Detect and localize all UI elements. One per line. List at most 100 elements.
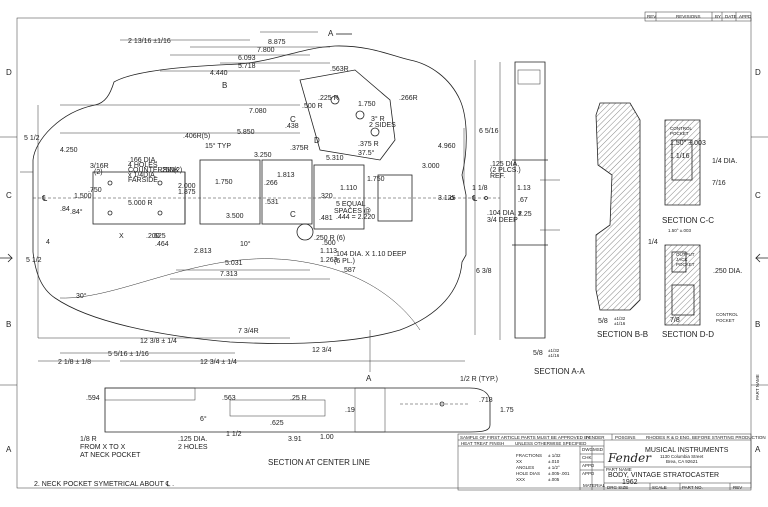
tol-label-5: XXX [516,477,525,482]
body-dim-17: .266 [264,180,278,187]
body-dim-27: .166 DIA. [128,157,157,164]
aa-dim-1: 5/8 [533,350,543,357]
body-dim-43: .500 [322,240,336,247]
body-plan-view: ℄ ℄ A B C C D A [20,29,500,383]
cl-dim-2: .563 [222,395,236,402]
tb-approval-note: SAMPLE OF FIRST ARTICLE PARTS MUST BE AP… [460,435,590,440]
body-dim-29: COUNTERSINK [128,167,179,174]
body-dim-67: 5 1/2 [24,135,40,142]
body-dim-54: 1.13 [517,185,531,192]
tol-value-5: ±.005 [548,477,560,482]
tb-row-appd-2: APPD [582,471,595,476]
tol-value-2: ±.010 [548,459,560,464]
dim-10: 5.310 [326,155,344,162]
body-dim-38: X [119,233,124,240]
body-dim-65: 30° [76,292,87,300]
cl-dim-12: 1/2 R (TYP.) [460,376,498,383]
dim-13: 6 5/16 [479,128,499,135]
body-dim-21: .444 = 2.220 [336,214,375,221]
tb-approval-co: FENDER [586,435,605,440]
body-dim-32: .250(2) [160,167,182,174]
dimension-labels-bottom: 12 3/8 ± 1/4 5 5/16 ± 1/16 12 3/4 2 1/8 … [38,337,465,366]
cl-dim-16: .125 DIA. [178,436,207,443]
body-dim-49: (6 PL.) [334,258,355,265]
cc-note-1: CONTROL [670,126,692,131]
body-dim-33: 2.000 [178,183,196,190]
body-dim-1: .225 R [318,95,339,102]
body-dim-63: .104 DIA. x [487,210,522,217]
tb-row-chk: CHK [582,455,592,460]
dim-b5: 12 3/4 ± 1/4 [200,359,237,366]
body-dim-15: 1.110 [340,185,357,192]
body-dim-51: 7.313 [220,271,238,278]
tb-row-appd-1: APPD [582,463,595,468]
tb-address-2: Brea, CA 92621 [666,459,698,464]
cc-note-3: 1.50° ±.003 [670,139,706,147]
zone-right-d: D [755,68,761,77]
body-dim-0: .500 R [302,103,323,110]
centerline-symbol: ℄ [41,194,48,203]
body-dim-31: FARSIDE [128,177,158,184]
body-dim-2: .563R [330,66,349,73]
dim-14: 3.125 [438,195,456,202]
body-dim-11: 15° TYP [205,142,231,150]
cl-dim-9: 1 1/2 [226,431,242,438]
tol-value-4: ±.005-.001 [548,471,570,476]
dim-3: 7.800 [257,47,275,54]
cc-note-5: 1/4 DIA. [712,158,737,165]
bb-dim-3: ±1/16 [614,321,626,326]
footnote: 2. NECK POCKET SYMETRICAL ABOUT ℄ . [34,481,174,488]
body-dim-4: .266R [399,95,418,102]
body-dim-48: .104 DIA. X 1.10 DEEP [334,251,407,258]
tb-posgins: POSGINS [615,435,636,440]
section-b-b-label: SECTION B-B [597,330,648,339]
section-mark-a-bottom: A [366,374,372,383]
cl-dim-17: 2 HOLES [178,444,208,451]
section-mark-d: D [314,136,320,145]
dim-2: 8.875 [268,39,286,46]
zone-left-d: D [6,68,12,77]
body-dim-8: .406R(5) [183,133,210,140]
body-dim-61: (2 PLCS.) [490,167,521,174]
cl-dim-4: .19 [345,407,355,414]
body-dim-28: 4 HOLES [128,162,158,169]
body-dim-40: .625 [152,233,166,240]
cl-dim-14: FROM X TO X [80,444,126,451]
body-dim-56: .84 [60,206,70,213]
cl-dim-1: .594 [86,395,100,402]
section-mark-b: B [222,81,227,90]
body-dim-14: 1.813 [277,172,295,179]
cc-note-6: 7/16 [712,180,726,187]
rev-col-appd: APPD [739,14,752,19]
dim-b1: 12 3/8 ± 1/4 [140,338,177,345]
dd-note-3: JACK [676,257,688,262]
body-dim-23: 10° [240,240,251,248]
dim-b3: 12 3/4 [312,347,332,354]
body-dim-53: 1 1/8 [472,185,488,192]
body-dim-3: 1.750 [358,101,376,108]
zone-markers: D C B A D C B A [0,68,768,454]
control-cavity [299,69,396,161]
section-a-a-label: SECTION A-A [534,367,585,376]
tol-value-1: ± 1/32 [548,453,561,458]
dim-7: 7.080 [249,108,267,115]
section-a-a: SECTION A-A 5/8 ±1/32 ±1/16 [499,61,585,376]
cl-dim-10: 3.91 [288,436,302,443]
cl-dim-6: .718 [479,397,493,404]
body-dim-46: .587 [342,267,356,274]
tb-heat-treat: HEAT TREAT FINISH [461,441,504,446]
rev-col-rev: REV [647,14,656,19]
tb-rhodes: RHODES R & D ENG. BEFORE STARTING PRODUC… [646,435,766,440]
dimension-labels-top: 2 13/16 ±1/16 8.875 7.800 6.093 5.718 4.… [128,38,499,202]
section-at-center-line: SECTION AT CENTER LINE .594 .563 .25 R .… [80,376,514,467]
pickup-rout-neck [199,159,261,225]
tol-label-4: HOLE DIAS [516,471,540,476]
body-dim-68: 5 1/2 [26,257,42,264]
body-dim-69: 4 [46,239,50,246]
body-dim-39: .200 [146,233,160,240]
cl-dim-7: 6° [200,415,207,423]
section-d-d-label: SECTION D-D [662,330,714,339]
revision-block: REV REVISIONS BY DATE APPD [644,11,752,22]
body-dim-52: 7 3/4R [238,328,259,335]
